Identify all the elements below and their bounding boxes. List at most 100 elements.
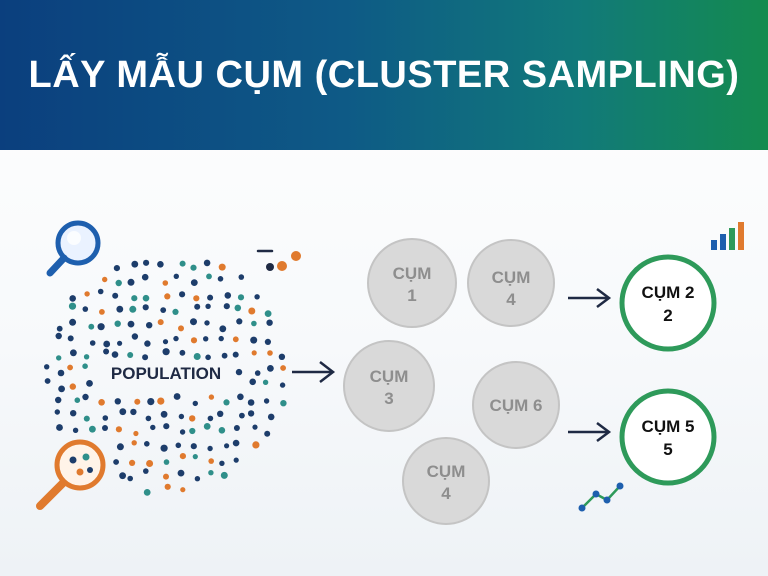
population-dot [129, 305, 137, 313]
arrow-to-selected-2 [568, 288, 612, 308]
population-dot [239, 412, 245, 419]
population-dot [219, 325, 227, 333]
population-dot [179, 349, 186, 356]
population-dot [127, 320, 135, 328]
population-dot [189, 415, 196, 422]
population-dot [218, 427, 226, 434]
population-dot [207, 294, 214, 301]
population-dot [190, 279, 198, 286]
population-dot [252, 424, 258, 430]
population-dot [205, 354, 211, 361]
population-dot [254, 370, 261, 376]
population-dot [251, 320, 257, 327]
population-dot [173, 273, 179, 279]
population-dot [160, 307, 167, 313]
population-dot [220, 471, 228, 479]
population-dot [232, 439, 240, 447]
cluster-number: 4 [506, 290, 516, 309]
population-dot [103, 340, 111, 348]
population-dot [44, 364, 50, 370]
population-dot [203, 336, 209, 342]
population-dot [111, 351, 119, 358]
population-dot [146, 322, 153, 329]
population-dot [67, 335, 74, 342]
population-dot [150, 424, 156, 431]
cluster-label: CỤM [427, 462, 466, 481]
population-dot [112, 292, 119, 299]
population-dot [142, 354, 149, 361]
population-dot [134, 398, 141, 405]
population-dot [163, 423, 170, 430]
population-dot [207, 415, 214, 422]
population-dot [157, 319, 164, 326]
arrow-to-selected-5 [568, 422, 612, 442]
population-dot [279, 382, 286, 388]
population-dot [194, 303, 201, 310]
population-dot [44, 378, 51, 384]
population-dot [205, 303, 211, 309]
population-dot [86, 380, 93, 387]
population-dot [219, 460, 225, 466]
population-dot [249, 378, 256, 386]
population-dot [237, 393, 244, 401]
population-dot [266, 319, 273, 326]
population-dot [143, 468, 149, 474]
population-dot [203, 259, 211, 267]
population-dot [55, 332, 62, 340]
population-dot [267, 350, 273, 356]
population-dot [130, 408, 137, 416]
selected-cluster-number: 5 [663, 440, 672, 459]
population-dot [131, 260, 139, 268]
population-dot [83, 354, 90, 360]
population-dot [57, 369, 65, 377]
cluster-number: 1 [407, 286, 416, 305]
population-dot [193, 353, 201, 360]
population-dot [254, 294, 260, 300]
population-dot [173, 335, 179, 342]
population-dot [142, 294, 150, 302]
population-dot [133, 430, 139, 437]
population-dot [179, 260, 186, 267]
population-dot [179, 291, 186, 298]
population-dot [157, 261, 164, 268]
population-dot [58, 385, 65, 393]
population-dot [68, 302, 77, 310]
population-dot [192, 454, 198, 460]
population-dot [115, 279, 122, 287]
population-dot [236, 318, 243, 325]
selected-cluster-label: CỤM 2 [642, 283, 695, 302]
cluster-circle: CỤM 6 [472, 361, 560, 449]
title-banner: LẤY MẪU CỤM (CLUSTER SAMPLING) [0, 0, 768, 150]
population-dots [44, 259, 287, 496]
population-dot [267, 413, 275, 421]
population-dot [251, 350, 257, 356]
dots-cluster-icon [256, 249, 301, 271]
population-dot [232, 336, 239, 343]
population-dot [235, 368, 243, 376]
population-dot [232, 351, 239, 358]
population-dot [116, 305, 124, 313]
population-dot [98, 399, 105, 406]
population-dot [97, 288, 104, 295]
population-dot [172, 308, 179, 315]
selected-cluster-number: 2 [663, 306, 672, 325]
population-dot [223, 303, 230, 310]
population-dot [190, 264, 197, 271]
population-dot [206, 273, 212, 280]
population-dot [157, 397, 165, 405]
population-dot [204, 320, 210, 326]
population-dot [178, 325, 184, 332]
selected-cluster: CỤM 2 2 [619, 254, 717, 352]
bar-chart-icon [711, 222, 744, 250]
population-dot [127, 475, 133, 482]
population-dot [179, 429, 186, 435]
cluster-circle: CỤM 4 [467, 239, 555, 327]
population-dot [193, 295, 200, 302]
population-dot [56, 355, 62, 361]
population-dot [102, 415, 109, 421]
population-dot [119, 472, 126, 480]
population-label: POPULATION [111, 364, 221, 383]
population-dot [131, 333, 139, 340]
population-dot [164, 483, 171, 490]
population-dot [82, 363, 88, 370]
